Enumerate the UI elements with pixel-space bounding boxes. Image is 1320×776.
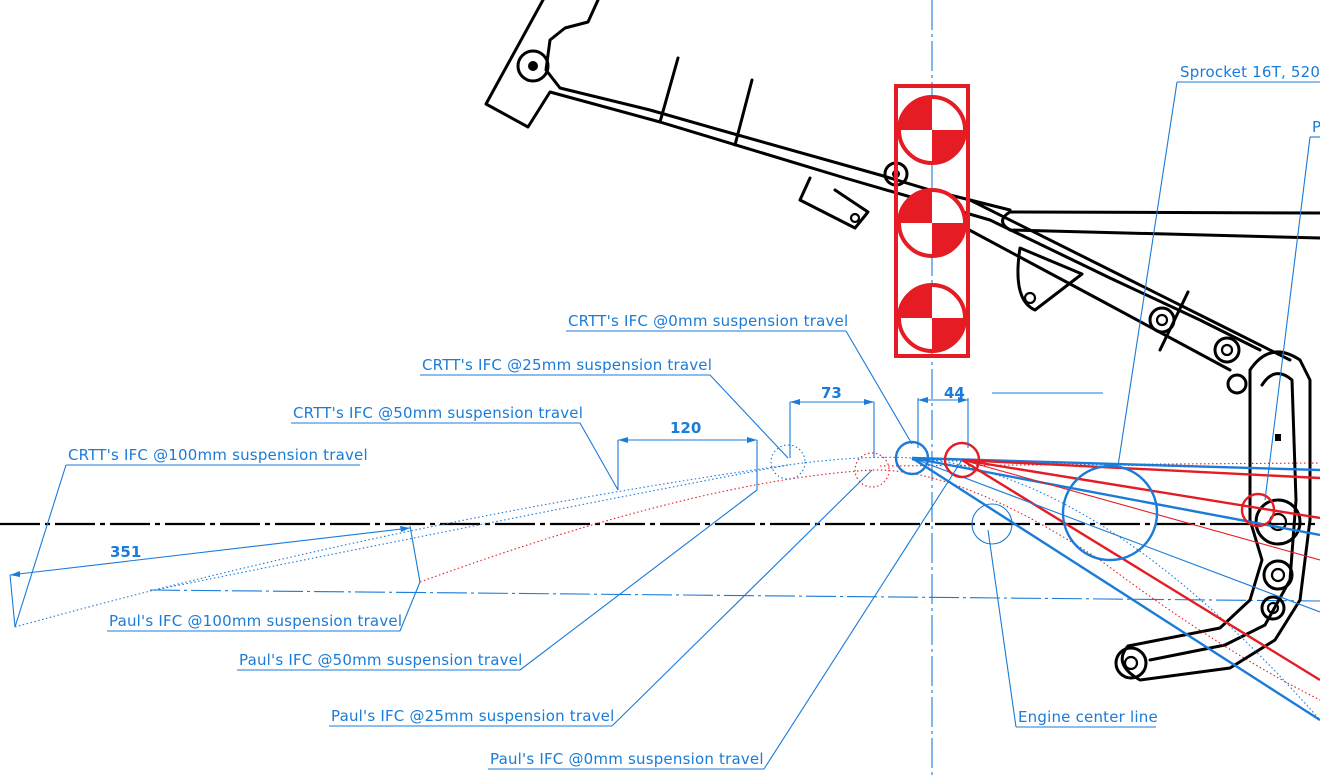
engine-center-circle [971, 503, 1013, 545]
label-engine-text: Engine center line [1018, 708, 1158, 726]
label-engine: Engine center line [987, 529, 1158, 728]
label-p: P [1264, 118, 1320, 501]
dimension-351-label: 351 [110, 543, 141, 561]
label-sprocket-text: Sprocket 16T, 520 [1180, 63, 1320, 81]
label-crtt-0-text: CRTT's IFC @0mm suspension travel [568, 312, 848, 330]
crtt-ifc-25-circle [770, 444, 806, 480]
paul-ifc-0-circle [943, 441, 981, 479]
label-crtt-100: CRTT's IFC @100mm suspension travel [14, 446, 368, 628]
label-paul-50: Paul's IFC @50mm suspension travel [237, 489, 758, 671]
label-crtt-50-text: CRTT's IFC @50mm suspension travel [293, 404, 583, 422]
rear-pivot-red-circle [1240, 492, 1276, 528]
label-paul-100: Paul's IFC @100mm suspension travel [107, 581, 421, 632]
cg-marker [894, 84, 970, 358]
dimension-73: 73 [789, 384, 875, 458]
label-p-text: P [1312, 118, 1320, 136]
upper-frame [484, 0, 1320, 395]
crtt-ifc-arc [14, 456, 1320, 721]
label-paul-50-text: Paul's IFC @50mm suspension travel [239, 651, 522, 669]
label-crtt-25-text: CRTT's IFC @25mm suspension travel [422, 356, 712, 374]
label-crtt-100-text: CRTT's IFC @100mm suspension travel [68, 446, 368, 464]
dimension-73-label: 73 [821, 384, 842, 402]
label-paul-0: Paul's IFC @0mm suspension travel [488, 459, 963, 770]
dimension-120: 120 [617, 419, 758, 490]
label-paul-0-text: Paul's IFC @0mm suspension travel [490, 750, 764, 768]
label-crtt-50: CRTT's IFC @50mm suspension travel [291, 404, 619, 491]
label-paul-25: Paul's IFC @25mm suspension travel [329, 469, 873, 727]
chain-lines [911, 456, 1320, 722]
dimension-351: 351 [9, 525, 421, 628]
dimension-44-label: 44 [944, 384, 965, 402]
label-crtt-0: CRTT's IFC @0mm suspension travel [566, 312, 913, 445]
dimension-120-label: 120 [670, 419, 701, 437]
dimension-44: 44 [917, 384, 969, 448]
swing-arm [1114, 350, 1312, 682]
blue-dotted-arc-2 [154, 464, 789, 591]
label-sprocket: Sprocket 16T, 520 [1117, 63, 1320, 467]
label-paul-100-text: Paul's IFC @100mm suspension travel [109, 612, 402, 630]
crtt-ifc-0-circle [894, 440, 930, 476]
label-crtt-25: CRTT's IFC @25mm suspension travel [420, 356, 789, 459]
paul-ifc-arc [419, 469, 1320, 701]
label-paul-25-text: Paul's IFC @25mm suspension travel [331, 707, 614, 725]
sprocket-circle [1061, 464, 1159, 562]
engine-reference-line [149, 589, 1320, 602]
paul-ifc-25-circle [854, 452, 890, 488]
